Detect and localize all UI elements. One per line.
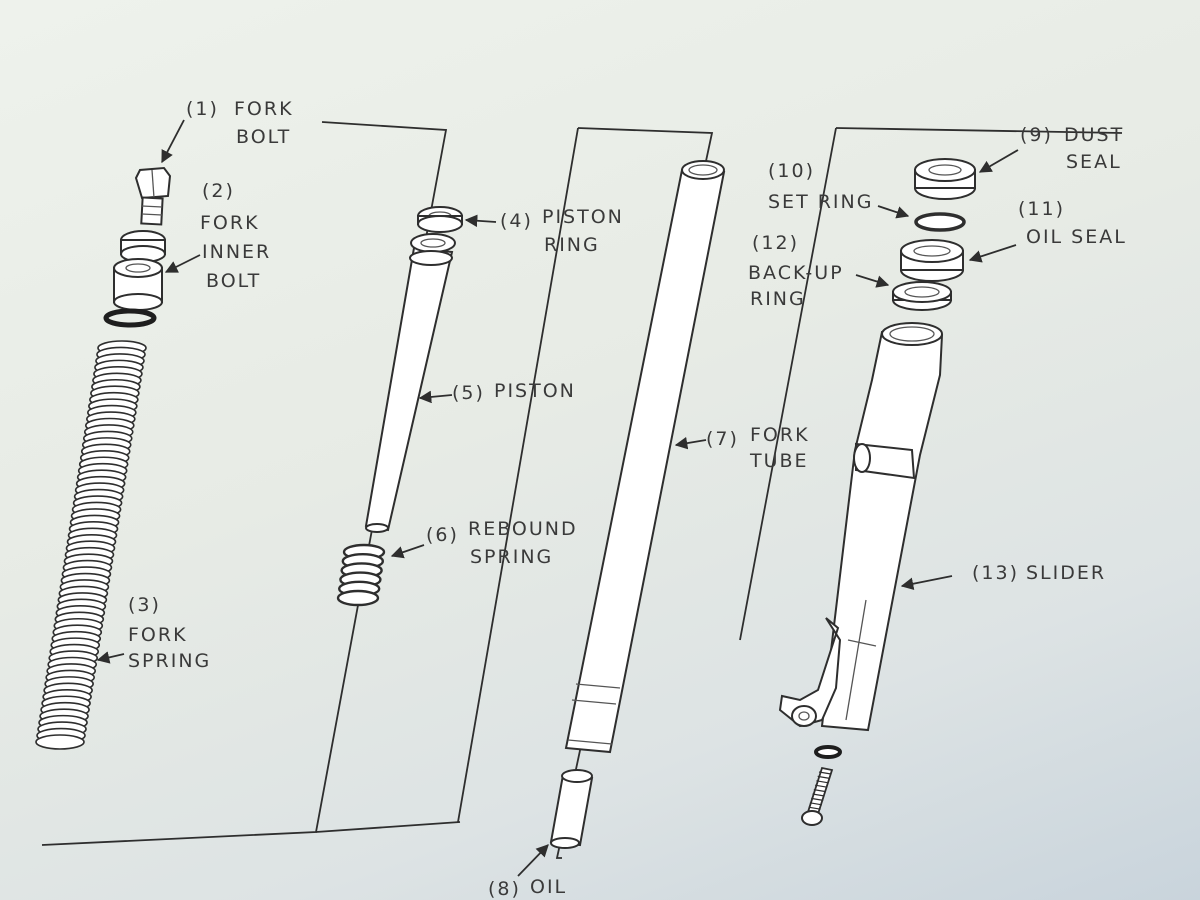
label-7-name-b: TUBE bbox=[750, 450, 809, 472]
arrow-set-ring bbox=[877, 205, 910, 219]
label-11-number: (11) bbox=[1018, 198, 1066, 220]
label-6-name-a: REBOUND bbox=[468, 518, 578, 540]
label-1-number: (1) bbox=[186, 98, 219, 120]
label-10-number: (10) bbox=[768, 160, 816, 182]
label-9-number: (9) bbox=[1020, 124, 1053, 146]
coil-turn bbox=[336, 589, 380, 607]
label-8-number: (8) bbox=[488, 878, 521, 900]
label-6-name-b: SPRING bbox=[470, 546, 554, 568]
back-up-ring-part bbox=[892, 281, 952, 311]
piston-ring-part bbox=[417, 206, 463, 233]
panel-frame-3 bbox=[835, 127, 1123, 134]
coil-turn bbox=[35, 734, 85, 750]
label-12-name-a: BACK-UP bbox=[748, 262, 844, 284]
rebound-spring-part bbox=[336, 543, 386, 607]
label-4-name-a: PISTON bbox=[542, 206, 624, 228]
arrow-oil-lock-piece bbox=[517, 844, 549, 877]
fork-bolt-part bbox=[134, 166, 172, 226]
fork-spring-part bbox=[35, 340, 147, 750]
label-2-name-a: FORK bbox=[200, 212, 260, 234]
arrow-oil-seal bbox=[968, 244, 1017, 263]
label-5-name-a: PISTON bbox=[494, 380, 576, 402]
panel-frame-2-bottom bbox=[315, 821, 461, 833]
arrow-dust-seal bbox=[978, 149, 1019, 173]
label-2-number: (2) bbox=[202, 180, 235, 202]
label-3-name-a: FORK bbox=[128, 624, 188, 646]
label-11-name-a: OIL SEAL bbox=[1026, 226, 1127, 248]
label-13-number: (13) bbox=[972, 562, 1020, 584]
label-4-number: (4) bbox=[500, 210, 533, 232]
oil-lock-piece-part bbox=[549, 769, 594, 849]
arrow-fork-spring bbox=[96, 651, 125, 664]
piston-part bbox=[364, 233, 456, 533]
label-3-name-b: SPRING bbox=[128, 650, 212, 672]
label-2-name-b: INNER bbox=[202, 241, 272, 263]
arrow-rebound-spring bbox=[390, 544, 425, 559]
oil-seal-part bbox=[900, 239, 964, 282]
arrow-fork-inner-bolt bbox=[164, 254, 201, 273]
arrow-fork-bolt bbox=[161, 119, 185, 164]
label-12-number: (12) bbox=[752, 232, 800, 254]
label-7-name-a: FORK bbox=[750, 424, 810, 446]
arrow-fork-tube bbox=[674, 436, 707, 450]
arrow-piston-ring bbox=[464, 214, 497, 228]
fork-inner-bolt-part bbox=[103, 230, 166, 328]
label-1-name-a: FORK bbox=[234, 98, 294, 120]
label-12-name-b: RING bbox=[750, 288, 806, 310]
label-13-name-a: SLIDER bbox=[1026, 562, 1107, 584]
label-6-number: (6) bbox=[426, 524, 459, 546]
dust-seal-part bbox=[914, 158, 976, 200]
fork-tube-part bbox=[564, 160, 726, 754]
set-ring-part bbox=[914, 212, 966, 232]
label-1-name-b: BOLT bbox=[236, 126, 292, 148]
label-4-name-b: RING bbox=[544, 234, 600, 256]
arrow-slider bbox=[900, 575, 953, 590]
label-3-number: (3) bbox=[128, 594, 161, 616]
label-9-name-b: SEAL bbox=[1066, 151, 1122, 173]
label-8-name-a: OIL bbox=[530, 876, 568, 898]
label-7-number: (7) bbox=[706, 428, 739, 450]
label-5-number: (5) bbox=[452, 382, 485, 404]
label-9-name-a: DUST bbox=[1064, 124, 1125, 146]
panel-frame-2-left bbox=[457, 127, 579, 823]
label-10-name-a: SET RING bbox=[768, 191, 874, 213]
arrow-piston bbox=[418, 390, 453, 404]
arrow-back-up-ring bbox=[855, 274, 890, 288]
slider-part bbox=[778, 322, 944, 826]
label-2-name-c: BOLT bbox=[206, 270, 262, 292]
panel-frame-3-right bbox=[739, 127, 837, 641]
